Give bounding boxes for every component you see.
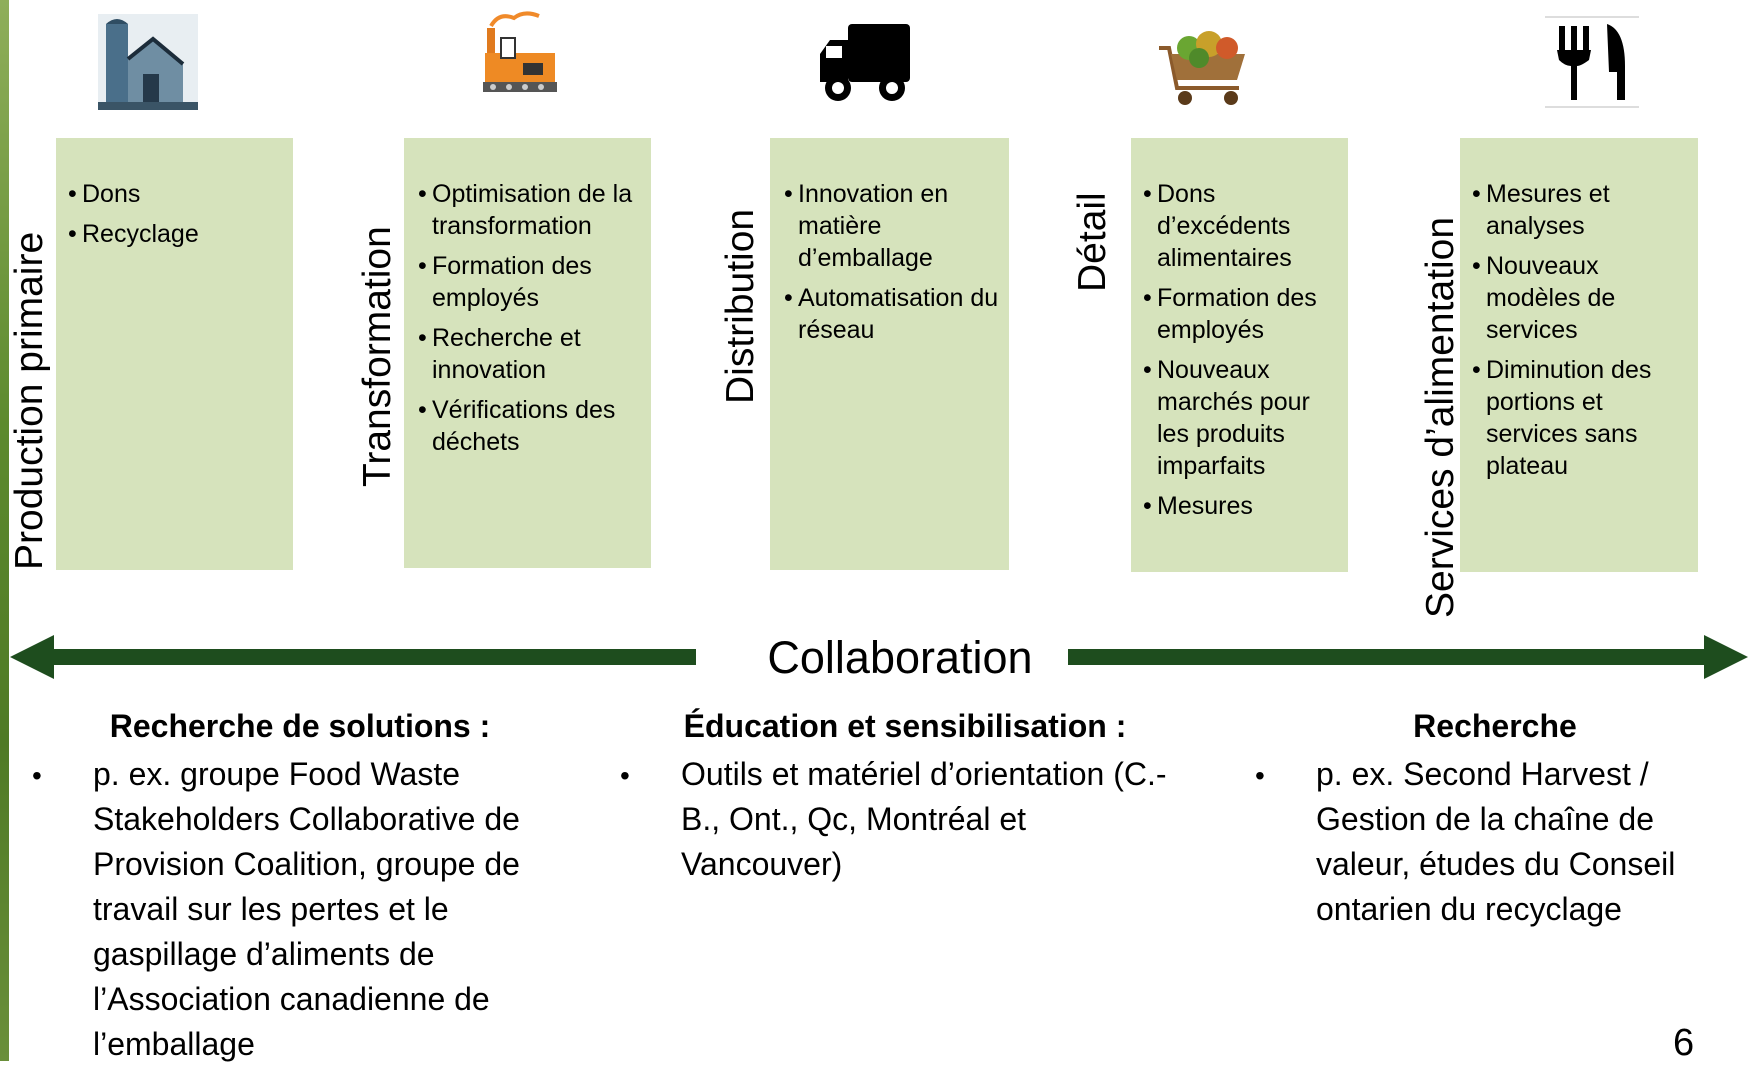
truck-icon [818,22,912,104]
bullet-marker: • [1255,760,1265,791]
fork-knife-icon [1545,16,1639,108]
stage-items-list: Dons d’excédents alimentaires Formation … [1143,178,1342,522]
bullet-marker: • [620,760,630,791]
list-item: Formation des employés [1143,282,1342,346]
shopping-cart-icon [1155,18,1251,110]
stage-box-production-primaire: Dons Recyclage [56,138,293,570]
stage-box-transformation: Optimisation de la transformation Format… [404,138,651,568]
stage-items-list: Optimisation de la transformation Format… [418,178,645,458]
stage-box-distribution: Innovation en matière d’emballage Automa… [770,138,1009,570]
bullet-marker: • [32,760,42,791]
list-item: Formation des employés [418,250,645,314]
list-item: Nouveaux modèles de services [1472,250,1692,346]
list-item: Automatisation du réseau [784,282,1003,346]
list-item: Recherche et innovation [418,322,645,386]
side-accent-strip [0,0,9,1061]
factory-icon [479,8,561,98]
column-title-recherche-solutions: Recherche de solutions : [109,708,491,744]
stage-items-list: Mesures et analyses Nouveaux modèles de … [1472,178,1692,482]
list-item: Mesures [1143,490,1342,522]
stage-label-production-primaire: Production primaire [8,231,51,570]
stage-items-list: Innovation en matière d’emballage Automa… [784,178,1003,346]
stage-label-distribution: Distribution [719,208,762,404]
stage-label-detail: Détail [1071,192,1114,292]
stage-items-list: Dons Recyclage [68,178,287,250]
column-title-recherche: Recherche [1413,708,1577,744]
column-body-recherche: p. ex. Second Harvest / Gestion de la ch… [1316,756,1676,927]
list-item: Diminution des portions et services sans… [1472,354,1692,482]
collaboration-label: Collaboration [767,632,1033,683]
collaboration-arrow-right [1068,635,1748,679]
list-item: Vérifications des déchets [418,394,645,458]
stage-label-services-alimentation: Services d’alimentation [1419,216,1462,618]
list-item: Dons d’excédents alimentaires [1143,178,1342,274]
stage-label-transformation: Transformation [356,226,399,487]
page-number: 6 [1673,1022,1695,1064]
farm-silo-icon [98,14,198,110]
column-body-education: Outils et matériel d’orientation (C.-B.,… [681,756,1167,882]
column-title-education: Éducation et sensibilisation : [683,708,1127,744]
stage-box-detail: Dons d’excédents alimentaires Formation … [1131,138,1348,572]
stage-box-services-alimentation: Mesures et analyses Nouveaux modèles de … [1460,138,1698,572]
list-item: Optimisation de la transformation [418,178,645,242]
column-body-recherche-solutions: p. ex. groupe Food Waste Stakeholders Co… [93,756,520,1062]
collaboration-arrow-left [10,635,696,679]
list-item: Mesures et analyses [1472,178,1692,242]
list-item: Nouveaux marchés pour les produits impar… [1143,354,1342,482]
list-item: Innovation en matière d’emballage [784,178,1003,274]
list-item: Recyclage [68,218,287,250]
list-item: Dons [68,178,287,210]
